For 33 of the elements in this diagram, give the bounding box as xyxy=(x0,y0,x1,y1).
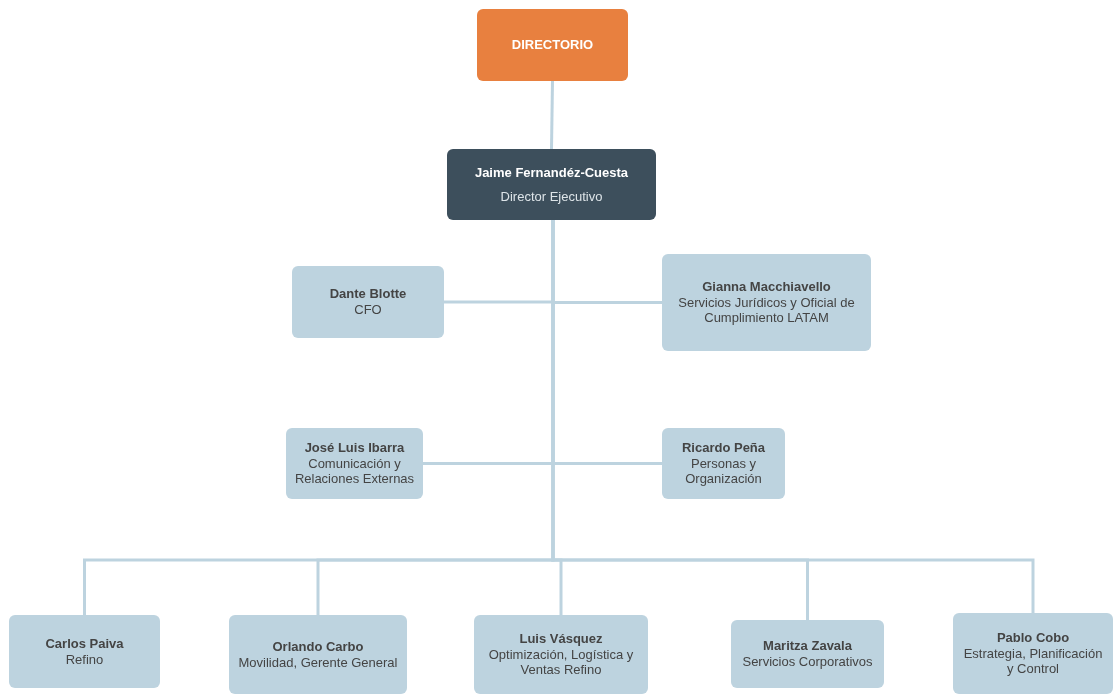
board-box xyxy=(477,9,628,81)
name-label: Luis Vásquez xyxy=(519,630,603,647)
name-label: Dante Blotte xyxy=(329,286,407,302)
position-box xyxy=(953,613,1113,694)
name-label: Orlando Carbo xyxy=(272,638,364,655)
role-label: Servicios Corporativos xyxy=(742,654,873,670)
name-label: José Luis Ibarra xyxy=(304,439,405,456)
position-box xyxy=(292,266,444,338)
position-box xyxy=(474,615,648,694)
role-label: Servicios Jurídicos y Oficial de Cumplimiento LATAM xyxy=(677,294,856,327)
role-label: Personas y Organización xyxy=(684,455,763,488)
position-box xyxy=(662,254,871,351)
role-label: Comunicación y Relaciones Externas xyxy=(294,455,415,488)
name-label: Ricardo Peña xyxy=(681,439,766,456)
name-label: Maritza Zavala xyxy=(763,638,852,654)
name-label: DIRECTORIO xyxy=(511,37,594,53)
role-label: Estrategia, Planificación y Control xyxy=(962,645,1104,678)
role-label: Refino xyxy=(65,651,104,668)
role-label: Movilidad, Gerente General xyxy=(238,654,398,671)
position-box xyxy=(662,428,785,499)
name-label: Gianna Macchiavello xyxy=(702,278,831,295)
position-box xyxy=(447,149,656,220)
role-label: CFO xyxy=(354,302,382,318)
name-label: Pablo Cobo xyxy=(996,629,1070,646)
role-label: Director Ejecutivo xyxy=(500,188,603,205)
connector-line xyxy=(550,80,554,150)
name-label: Carlos Paiva xyxy=(45,635,124,652)
role-label: Optimización, Logística y Ventas Refino xyxy=(487,646,635,679)
position-box xyxy=(9,615,160,688)
position-box xyxy=(731,620,884,688)
name-label: Jaime Fernandéz-Cuesta xyxy=(474,164,629,181)
position-box xyxy=(229,615,407,694)
position-box xyxy=(286,428,423,499)
